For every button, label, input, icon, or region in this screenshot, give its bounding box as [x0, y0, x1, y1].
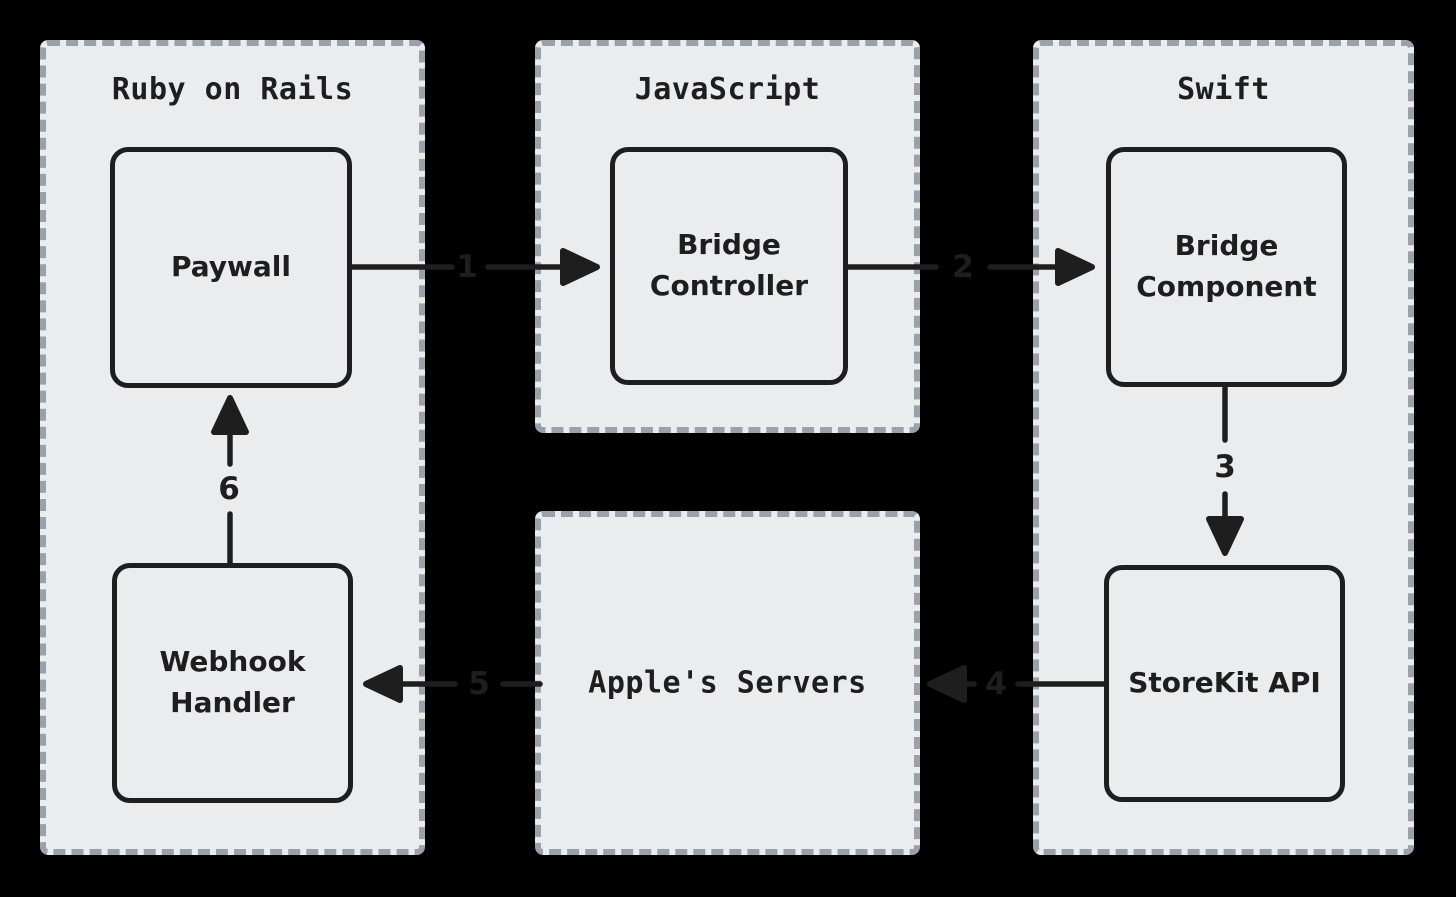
node-label-bridge-controller: Bridge Controller	[649, 228, 809, 302]
node-label-bridge-component: Bridge Component	[1136, 229, 1317, 303]
node-storekit-api: StoreKit API	[1104, 565, 1345, 802]
container-title-apples-servers: Apple's Servers	[588, 665, 867, 701]
node-label-paywall: Paywall	[170, 250, 291, 284]
flow-step-number-1: 1	[456, 249, 478, 285]
node-bridge-component: Bridge Component	[1106, 147, 1347, 387]
container-apples-servers: Apple's Servers	[535, 511, 920, 855]
flow-step-number-4: 4	[985, 666, 1007, 702]
container-title-javascript: JavaScript	[634, 72, 821, 107]
flow-step-number-2: 2	[952, 249, 974, 285]
container-title-ruby-on-rails: Ruby on Rails	[111, 72, 354, 107]
node-label-storekit-api: StoreKit API	[1128, 666, 1321, 700]
flow-step-number-5: 5	[468, 666, 490, 702]
node-bridge-controller: Bridge Controller	[610, 147, 848, 385]
node-paywall: Paywall	[110, 147, 352, 388]
node-webhook-handler: Webhook Handler	[112, 563, 353, 803]
container-title-swift: Swift	[1177, 72, 1270, 107]
node-label-webhook-handler: Webhook Handler	[159, 645, 306, 719]
